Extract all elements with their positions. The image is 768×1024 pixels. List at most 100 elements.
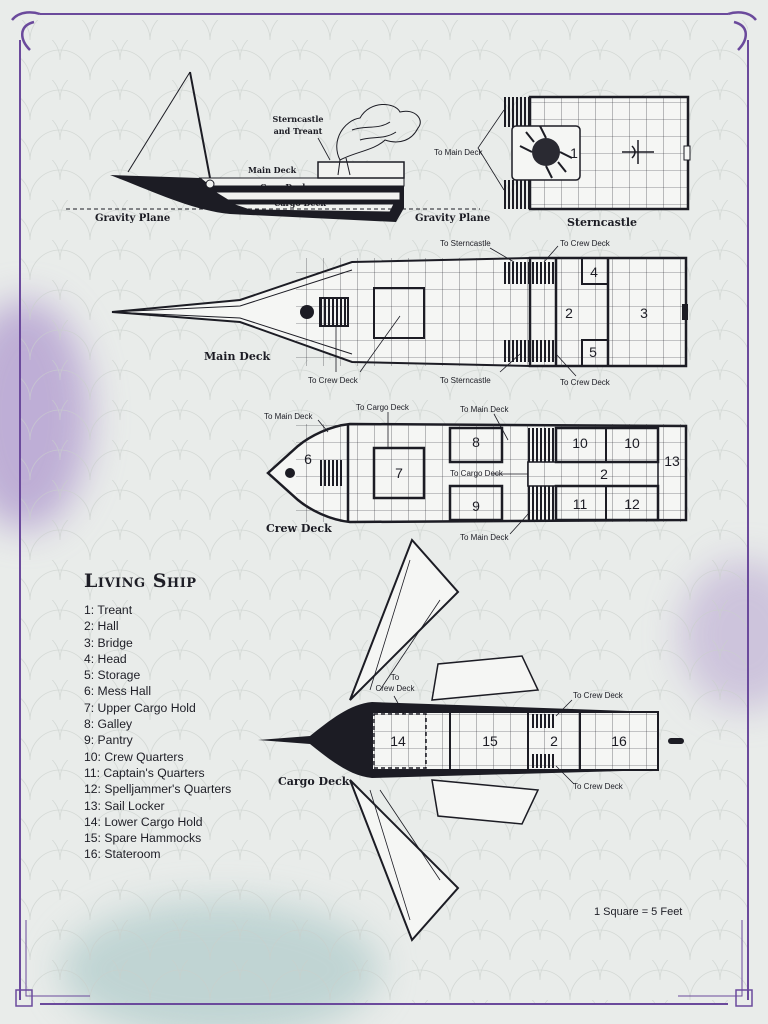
main-deck-room-4-box: [581, 257, 609, 285]
label-cargo-to-crew-deck-top-left-2: Crew Deck: [375, 684, 415, 693]
room-8: 8: [472, 434, 480, 450]
main-deck-cargo-hatch: [373, 287, 425, 339]
room-9-box: [448, 484, 504, 522]
label-main-to-sterncastle-top: To Sterncastle: [440, 239, 491, 248]
legend-item: 6: Mess Hall: [84, 684, 152, 699]
main-deck-stairs-top: [504, 262, 530, 284]
room-4: 4: [590, 264, 598, 280]
sterncastle-stairs-bottom: [504, 180, 530, 209]
room-10-b: 10: [624, 435, 640, 451]
main-deck-down-top: [532, 262, 554, 284]
room-11: 11: [573, 496, 588, 512]
room-2-crew: 2: [600, 466, 608, 482]
sterncastle-plan: To Main Deck 1 Sterncastle: [434, 95, 691, 229]
sterncastle-door: [683, 145, 691, 161]
legend-item: 16: Stateroom: [84, 847, 161, 862]
crew-deck-cargo-hatch: [372, 446, 426, 500]
room-8-box: [448, 426, 504, 464]
side-mast: [189, 71, 211, 179]
crew-deck-stairs-top: [528, 428, 556, 462]
room-13: 13: [664, 453, 680, 469]
legend-item: 12: Spelljammer's Quarters: [84, 782, 232, 797]
label-crew-to-main-deck-left: To Main Deck: [264, 412, 313, 421]
label-crew-to-cargo-deck-mid: To Cargo Deck: [450, 469, 504, 478]
fin-lower: [349, 779, 460, 942]
main-deck-stern-door: [682, 304, 688, 320]
legend-item: 4: Head: [84, 651, 127, 666]
legend-title: Living Ship: [84, 570, 197, 592]
sterncastle-leader: [477, 109, 505, 191]
title-crew-deck: Crew Deck: [266, 522, 332, 535]
room-3: 3: [640, 305, 648, 321]
fin-ribs: [369, 559, 441, 921]
label-main-to-crew-deck-top: To Crew Deck: [560, 239, 611, 248]
sterncastle-stairs-top: [504, 97, 530, 127]
title-main-deck: Main Deck: [204, 350, 271, 363]
fin-upper: [349, 538, 460, 701]
label-crew-to-main-deck-top: To Main Deck: [460, 405, 509, 414]
room-9: 9: [472, 498, 480, 514]
label-cargo-to-crew-deck-top-right: To Crew Deck: [573, 691, 624, 700]
legend-item: 15: Spare Hammocks: [84, 831, 202, 846]
side-view: Sterncastle and Treant Main Deck Crew De…: [66, 71, 490, 224]
cargo-stern-tip: [668, 738, 684, 744]
title-cargo-deck: Cargo Deck: [278, 775, 350, 788]
main-deck-stairs-bottom: [504, 340, 530, 362]
side-sterncastle: [317, 161, 405, 179]
cargo-leaders: [393, 695, 575, 785]
main-deck-leaders: [335, 245, 577, 377]
fin-small-lower: [431, 779, 540, 825]
main-deck-hatch-stairs: [319, 297, 349, 327]
label-gravity-plane-right: Gravity Plane: [415, 213, 490, 224]
legend-item: 5: Storage: [84, 668, 141, 683]
legend-item: 8: Galley: [84, 717, 133, 732]
room-14-hatch: [373, 713, 427, 769]
label-sterncastle-treant-2: and Treant: [274, 126, 323, 136]
page-border: [11, 11, 757, 1007]
legend-item: 10: Crew Quarters: [84, 749, 184, 764]
label-side-cargo-deck: Cargo Deck: [274, 198, 326, 208]
label-sterncastle-treant-1: Sterncastle: [273, 114, 324, 124]
crew-deck-plan: To Main Deck To Cargo Deck To Main Deck …: [264, 403, 688, 542]
cargo-deck-grid: [372, 712, 658, 770]
room-15: 15: [482, 733, 498, 749]
treant-leader-line: [317, 137, 331, 161]
label-cargo-to-crew-deck-top-left-1: To: [391, 673, 400, 682]
crew-deck-stairs-fore: [320, 460, 342, 486]
room-1: 1: [570, 145, 578, 161]
legend-item: 1: Treant: [84, 603, 133, 617]
label-sterncastle-to-main-deck: To Main Deck: [434, 148, 483, 157]
scale-note: 1 Square = 5 Feet: [594, 906, 683, 918]
main-deck-plan: To Sterncastle To Crew Deck To Crew Deck…: [111, 239, 688, 387]
room-10-a: 10: [572, 435, 588, 451]
main-deck-mast: [300, 305, 314, 319]
legend-item: 13: Sail Locker: [84, 798, 165, 813]
legend-item: 7: Upper Cargo Hold: [84, 700, 196, 715]
legend-item: 9: Pantry: [84, 733, 133, 748]
room-16: 16: [611, 733, 627, 749]
side-cargo-deck-band: [231, 203, 395, 213]
room-2-main: 2: [565, 305, 573, 321]
label-side-crew-deck: Crew Deck: [260, 182, 308, 192]
side-porthole: [205, 179, 215, 189]
treant-icon: [519, 125, 573, 179]
treant-canopy: [336, 104, 421, 176]
crew-deck-grid: [296, 424, 686, 522]
legend-item: 14: Lower Cargo Hold: [84, 814, 203, 829]
room-14: 14: [390, 733, 406, 749]
legend-item: 3: Bridge: [84, 635, 133, 650]
room-6: 6: [304, 451, 312, 467]
label-crew-to-main-deck-bottom: To Main Deck: [460, 533, 509, 542]
legend-item: 11: Captain's Quarters: [84, 765, 205, 780]
label-main-to-sterncastle-bottom: To Sterncastle: [440, 376, 491, 385]
label-main-to-crew-deck-left: To Crew Deck: [308, 376, 359, 385]
side-crew-deck-band: [213, 191, 401, 201]
room-7: 7: [395, 465, 403, 481]
title-sterncastle: Sterncastle: [567, 216, 637, 229]
main-deck-down-bottom: [532, 340, 554, 362]
ballista-icon: [622, 140, 654, 164]
